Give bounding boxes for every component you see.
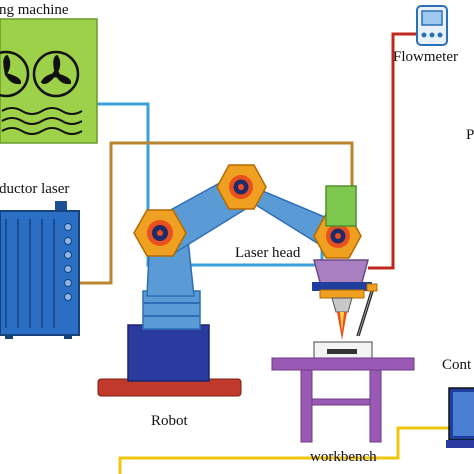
robot-label: Robot bbox=[151, 413, 188, 429]
flowmeter-device bbox=[416, 5, 448, 46]
control-line bbox=[118, 426, 449, 474]
robot bbox=[97, 164, 362, 397]
laser-unit-knobs bbox=[64, 223, 72, 301]
controller-label: Cont bbox=[442, 357, 472, 373]
cooling-machine-label: ng machine bbox=[0, 2, 69, 18]
laser-head bbox=[312, 185, 378, 340]
semiconductor-laser-label: ductor laser bbox=[0, 181, 70, 197]
cooling-machine bbox=[0, 18, 98, 144]
workbench-label: workbench bbox=[310, 449, 377, 465]
controller-computer bbox=[446, 387, 474, 448]
workbench bbox=[271, 341, 415, 443]
laser-head-label: Laser head bbox=[235, 245, 301, 261]
robot-joint-icon bbox=[133, 209, 187, 257]
flowmeter-label: Flowmeter bbox=[393, 49, 458, 65]
semiconductor-laser-unit bbox=[0, 201, 80, 339]
robot-joint-icon bbox=[216, 164, 267, 210]
right-edge-letter-label: P bbox=[466, 127, 474, 143]
power-line bbox=[79, 141, 354, 285]
laser-beam-icon bbox=[337, 312, 347, 340]
powder-feed-nozzle bbox=[356, 287, 375, 337]
water-wave-icon bbox=[1, 107, 83, 135]
fan-icon bbox=[0, 50, 80, 98]
water-line bbox=[97, 102, 324, 267]
gas-line bbox=[368, 32, 417, 270]
